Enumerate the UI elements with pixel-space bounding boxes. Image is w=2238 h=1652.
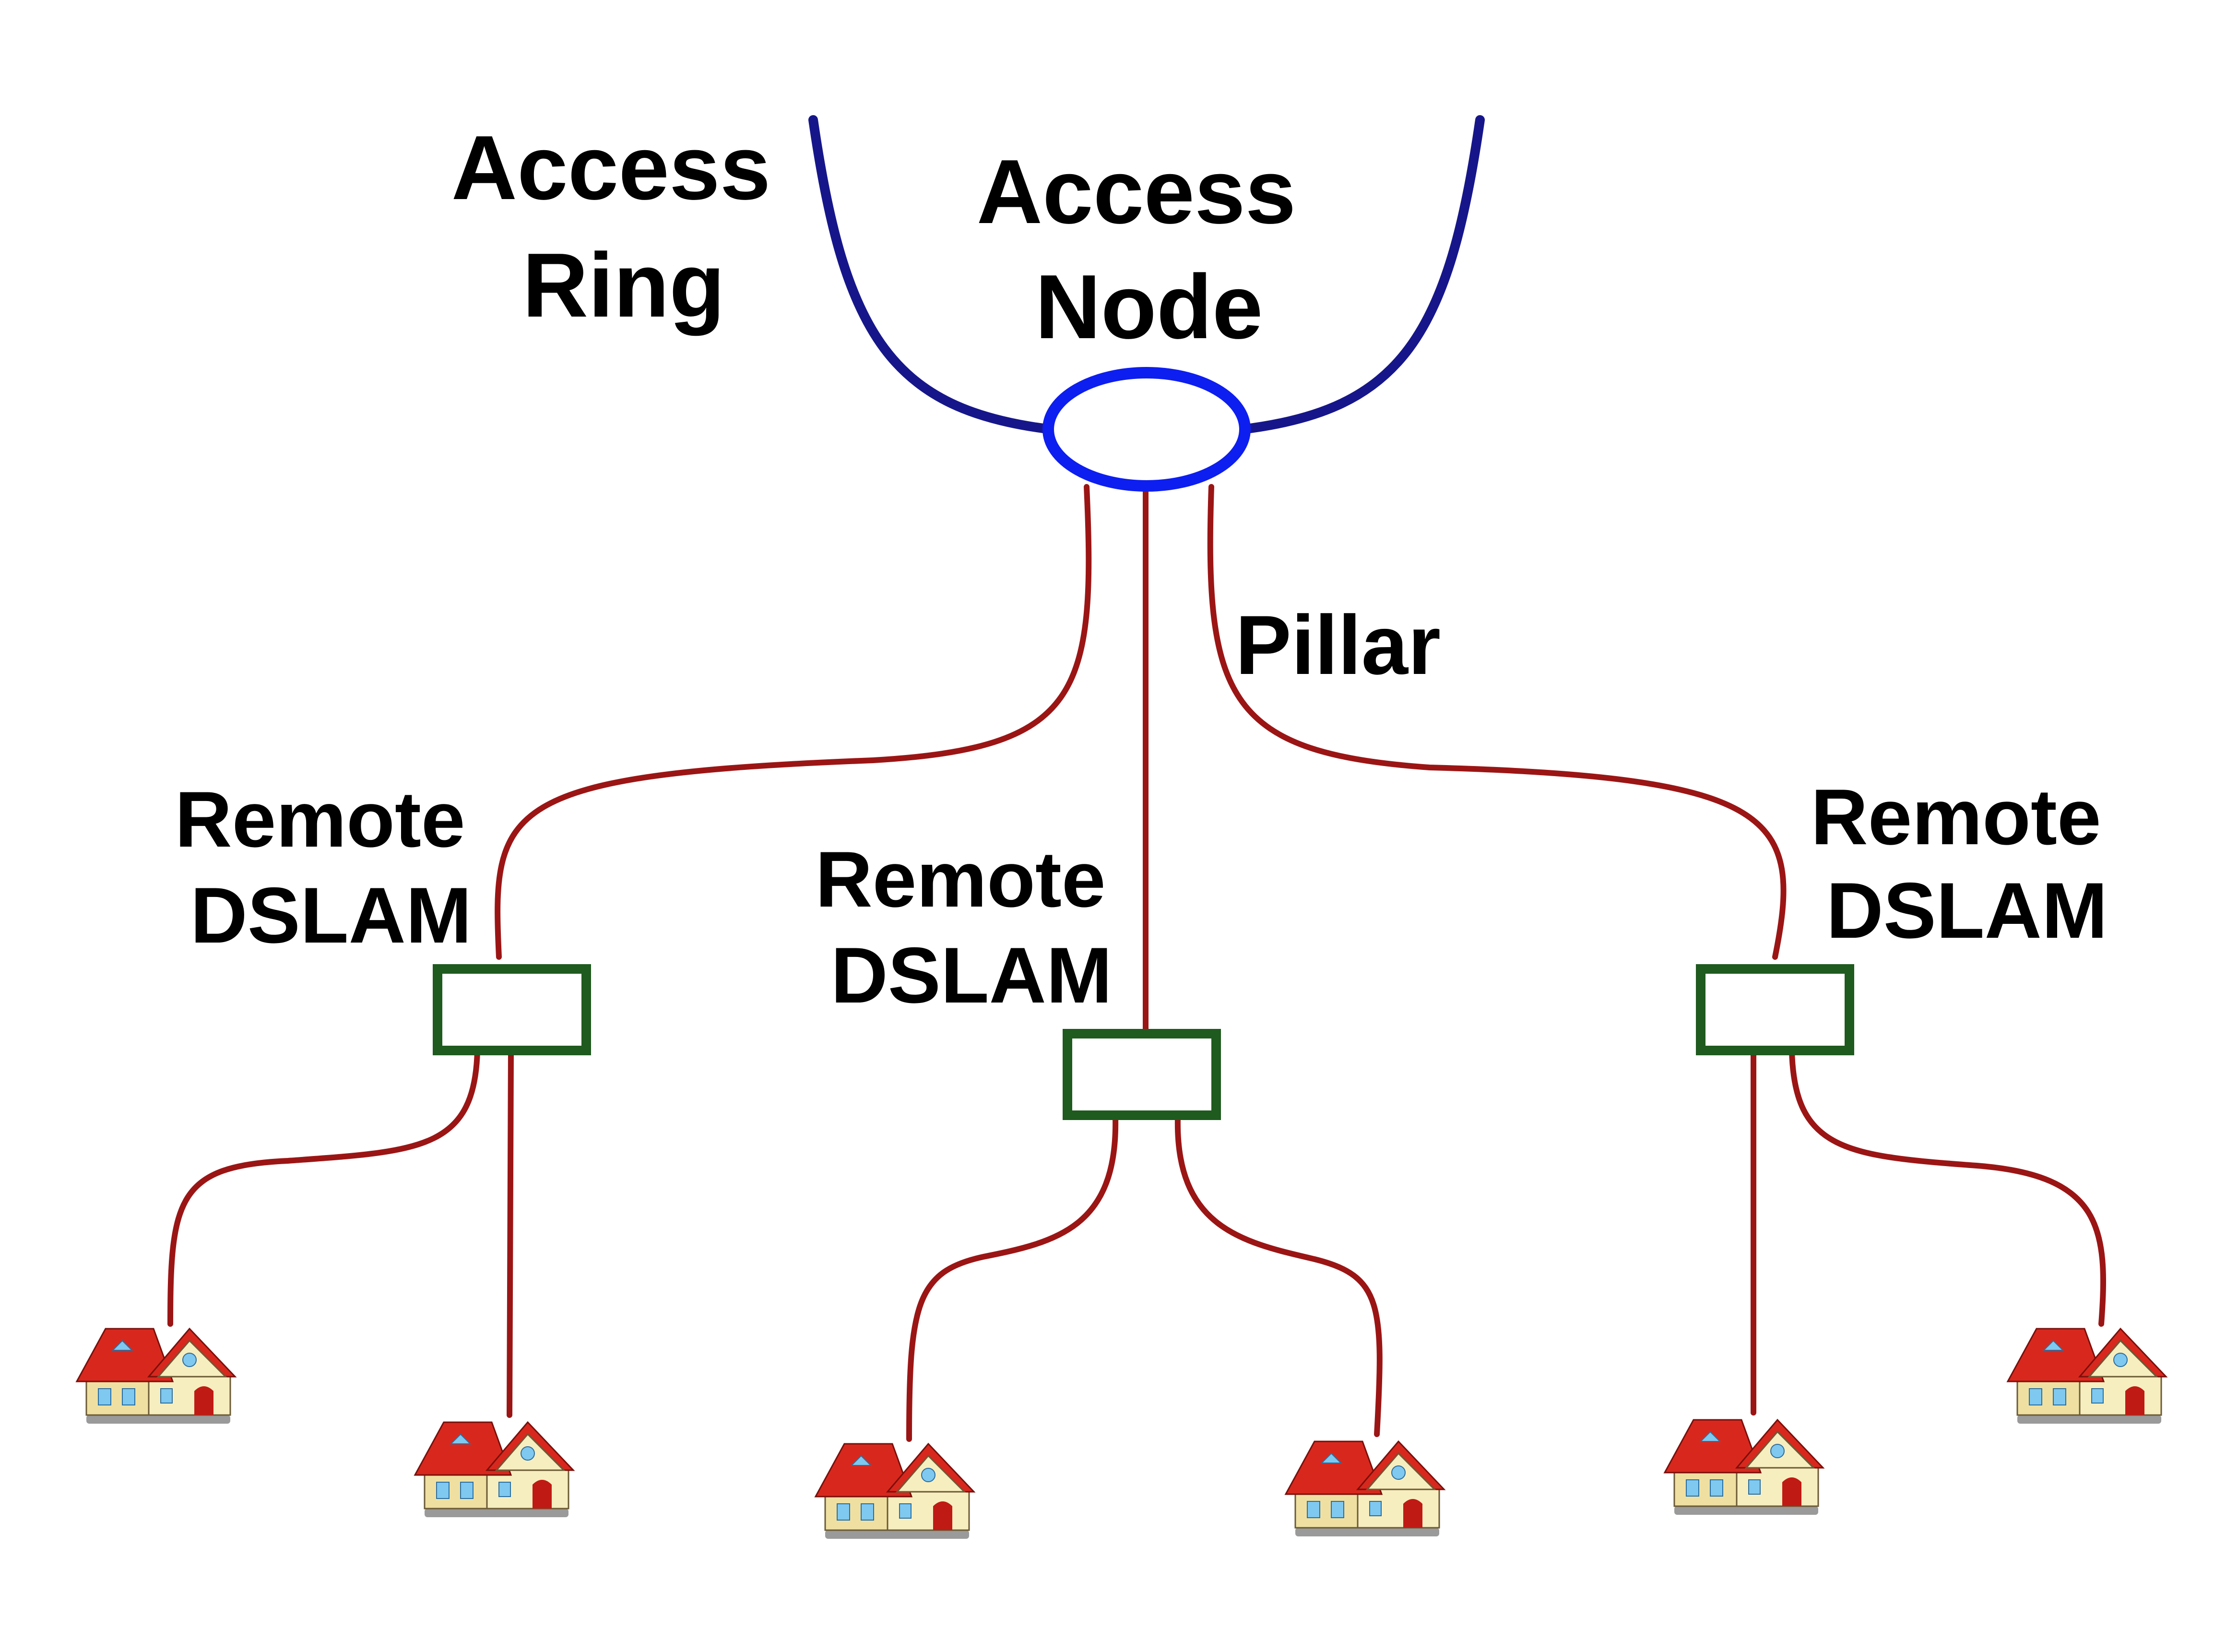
- link-center-house-1: [906, 1115, 1119, 1442]
- remote-dslam-left-line2: DSLAM: [190, 871, 472, 959]
- remote-dslam-label-right: Remote DSLAM: [1811, 773, 2123, 955]
- house-icon: [2007, 1328, 2167, 1425]
- remote-dslam-label-left: Remote DSLAM: [175, 775, 487, 959]
- link-left-house-1: [167, 1048, 480, 1327]
- remote-dslam-box-center: [1063, 1029, 1221, 1120]
- remote-dslam-left-line1: Remote: [175, 775, 465, 863]
- access-node-label: Access Node: [977, 141, 1321, 358]
- remote-dslam-center-line1: Remote: [816, 835, 1106, 923]
- access-ring-label: Access Ring: [451, 117, 796, 336]
- house-icon: [1285, 1440, 1445, 1537]
- house-icon: [1664, 1419, 1824, 1516]
- remote-dslam-center-line2: DSLAM: [831, 931, 1113, 1019]
- link-right-house-2: [1789, 1048, 2107, 1327]
- pillar-link-left: [495, 484, 1092, 960]
- remote-dslam-right-line2: DSLAM: [1826, 866, 2108, 955]
- house-icon: [414, 1421, 574, 1518]
- link-left-house-2: [507, 1048, 514, 1418]
- link-center-house-2: [1174, 1115, 1383, 1437]
- pillar-link-right: [1207, 484, 1787, 960]
- access-node-label-line2: Node: [1035, 256, 1263, 358]
- access-ring-label-line2: Ring: [522, 235, 725, 336]
- remote-dslam-right-line1: Remote: [1811, 773, 2101, 861]
- access-ring-label-line1: Access: [451, 117, 771, 219]
- pillar-label: Pillar: [1235, 599, 1441, 692]
- remote-dslam-label-center: Remote DSLAM: [816, 835, 1128, 1019]
- house-icon: [76, 1328, 236, 1425]
- access-ring-line-right: [1238, 115, 1485, 434]
- remote-dslam-box-right: [1696, 964, 1854, 1055]
- access-node-ellipse: [1042, 367, 1251, 492]
- remote-dslam-box-left: [433, 964, 591, 1055]
- access-ring-line-left: [808, 115, 1055, 434]
- access-node-label-line1: Access: [977, 141, 1296, 243]
- house-icon: [815, 1443, 975, 1540]
